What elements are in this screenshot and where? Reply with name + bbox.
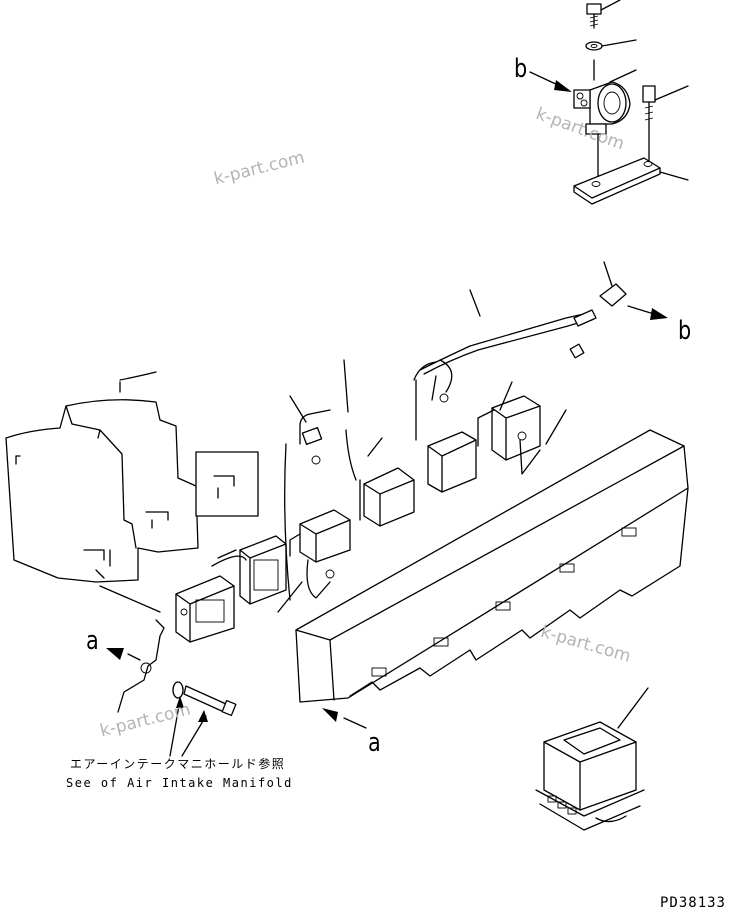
relay-box-icon: [535, 687, 649, 831]
washer-top-icon: [585, 39, 637, 51]
arrow-a-left-icon: [106, 648, 141, 661]
bolt-right-icon: [642, 85, 689, 169]
arrow-b-top-icon: [529, 71, 572, 92]
heater-plate-fourth-icon: [363, 467, 415, 527]
callout-a-left: a: [86, 626, 99, 656]
leader-lines: [217, 289, 567, 613]
heater-plate-second-icon: [239, 535, 287, 605]
terminals: [117, 261, 627, 713]
heater-plate-third-icon: [289, 509, 351, 563]
heater-plate-sixth-icon: [477, 395, 541, 461]
intake-manifold-icon: [295, 429, 689, 703]
mounting-plate-icon: [573, 157, 689, 205]
cylinder-head-outline: [5, 371, 259, 583]
reference-note-english: See of Air Intake Manifold: [66, 776, 293, 790]
arrow-b-right-icon: [627, 305, 668, 320]
heater-plate-fifth-icon: [427, 431, 477, 493]
callout-b-right: b: [678, 316, 692, 346]
bolt-top-icon: [586, 0, 621, 29]
arrow-a-manifold-icon: [322, 708, 367, 729]
drawing-code: PD38133: [659, 895, 726, 911]
bolt-lower-icon: [169, 681, 237, 757]
callout-b-top: b: [514, 54, 528, 84]
heater-relay-assembly: [529, 0, 689, 205]
callout-a-manifold: a: [368, 728, 381, 758]
heater-relay-icon: [573, 59, 637, 179]
reference-note-japanese: エアーインテークマニホールド参照: [70, 757, 286, 771]
intake-heater-plates: [99, 261, 668, 713]
heater-plate-front-icon: [175, 575, 235, 643]
